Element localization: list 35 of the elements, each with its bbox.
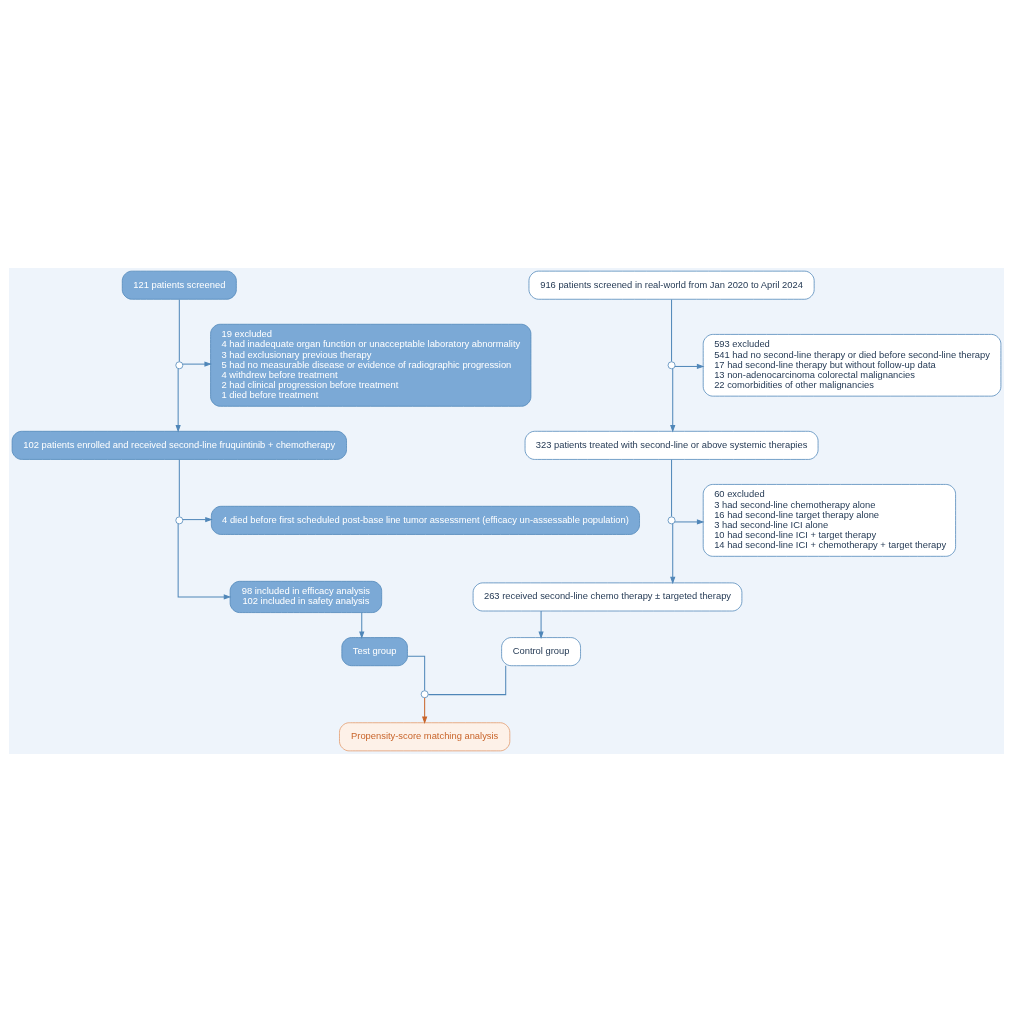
connector — [178, 458, 180, 518]
node-box: 263 received second-line chemo therapy ± targeted therapy — [472, 582, 743, 612]
node-box: 19 excluded 4 had inadequate organ function or unacceptable laboratory abnormality 3 had exclusionary previous therapy 5 had no measurable disease or evidence of radiographic progression 4 withdrew before treatment 2 had clinical progression before treatment 1 died before treatment — [210, 323, 532, 407]
arrow — [670, 523, 676, 585]
arrow — [674, 519, 705, 525]
node-circle — [175, 361, 184, 370]
arrow — [359, 612, 365, 640]
node-box: 102 patients enrolled and received second-line fruquintinib + chemotherapy — [11, 430, 347, 460]
node-circle — [667, 361, 676, 370]
node-box: Control group — [501, 637, 581, 667]
node-circle — [175, 516, 184, 525]
node-box: 121 patients screened — [121, 270, 237, 300]
arrow — [177, 523, 232, 600]
connector — [671, 299, 673, 362]
arrow — [175, 368, 181, 433]
connector — [407, 655, 426, 691]
connector — [178, 299, 180, 362]
node-box: 323 patients treated with second-line or above systemic therapies — [524, 430, 819, 460]
arrow — [674, 363, 705, 370]
arrow — [422, 697, 428, 725]
connector — [427, 665, 507, 696]
node-box: Propensity-score matching analysis — [339, 722, 511, 752]
node-box: 60 excluded 3 had second-line chemotherapy alone 16 had second-line target therapy alone 3 had second-line ICI alone 10 had second-line ICI + target therapy 14 had second-line ICI + chemotherapy + target therapy — [702, 484, 956, 557]
node-box: 916 patients screened in real-world from Jan 2020 to April 2024 — [528, 270, 815, 300]
node-box: 98 included in efficacy analysis 102 included in safety analysis — [229, 580, 383, 613]
arrow — [182, 361, 212, 367]
arrow — [182, 516, 213, 523]
node-box: Test group — [341, 637, 408, 667]
node-circle — [420, 690, 429, 699]
connector — [671, 458, 673, 518]
node-circle — [667, 516, 676, 525]
arrow — [538, 610, 544, 639]
node-box: 4 died before first scheduled post-base line tumor assessment (efficacy un-assessable population) — [210, 505, 640, 535]
arrow — [670, 368, 676, 433]
node-box: 593 excluded 541 had no second-line therapy or died before second-line therapy 17 had second-line therapy but without follow-up data 13 non-adenocarcinoma colorectal malignancies 22 comorbidities of other malignancies — [702, 334, 1002, 397]
